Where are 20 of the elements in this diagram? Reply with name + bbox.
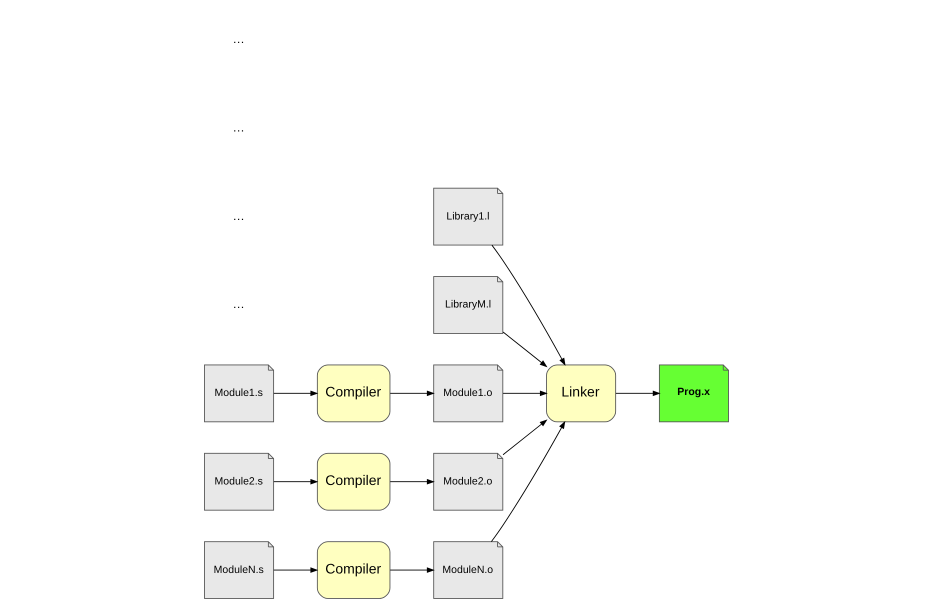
- arrow: [272, 567, 318, 573]
- arrow: [502, 332, 548, 368]
- node-box: Linker: [546, 364, 616, 422]
- arrow: [272, 390, 318, 396]
- arrow: [502, 419, 548, 456]
- label: …: [232, 208, 244, 223]
- arrow: [502, 390, 548, 396]
- label: …: [232, 120, 244, 135]
- arrow: [491, 244, 566, 366]
- arrow: [272, 478, 318, 484]
- arrow: [389, 567, 434, 573]
- arrow: [389, 478, 434, 484]
- node-box: Compiler: [316, 364, 390, 422]
- label: …: [232, 297, 244, 312]
- node-box: Compiler: [316, 541, 390, 599]
- node-box: Compiler: [316, 452, 390, 511]
- arrow: [389, 390, 434, 396]
- arrow: [490, 420, 565, 542]
- label: …: [232, 32, 244, 46]
- arrow: [614, 390, 660, 396]
